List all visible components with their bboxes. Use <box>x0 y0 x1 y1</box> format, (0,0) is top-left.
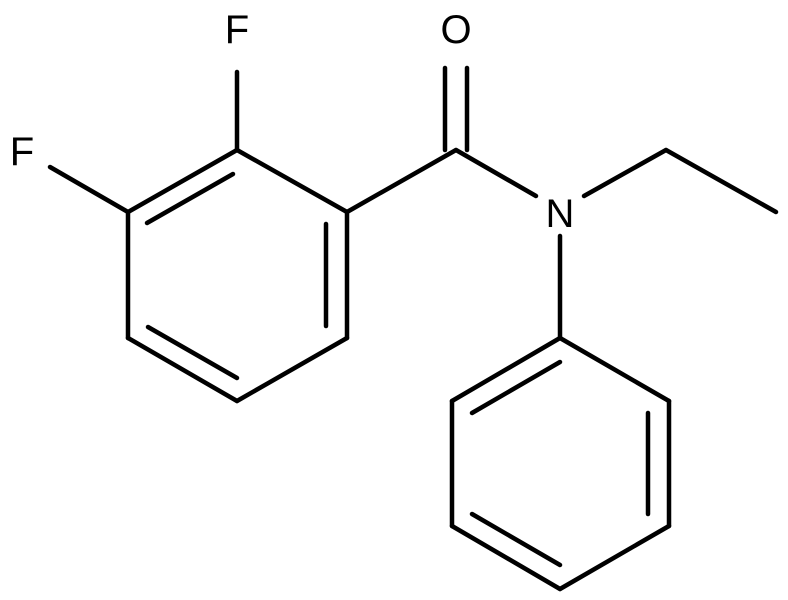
bond-carbonyl-n <box>453 147 539 199</box>
fluorine-label-left: F <box>10 130 34 174</box>
bond-p6-p1 <box>449 335 563 404</box>
bond-p3-p4 <box>557 523 672 592</box>
oxygen-label: O <box>440 8 471 52</box>
phenyl-ring <box>449 335 672 592</box>
bond-c2-c3-inner <box>144 171 236 226</box>
fluorine-label-top: F <box>225 8 249 52</box>
difluorophenyl-ring <box>125 147 350 404</box>
bond-c1-carbonyl <box>344 147 459 215</box>
nitrogen-label: N <box>546 192 575 236</box>
bond-c4-c5 <box>125 335 240 404</box>
bond-p4-p5 <box>449 523 563 592</box>
bond-n-ch2 <box>581 147 669 199</box>
bond-c4-c5-inner <box>145 324 240 381</box>
bond-c2-c3 <box>125 147 240 215</box>
bond-p4-p5-inner <box>469 511 563 568</box>
bond-c5-c6 <box>234 335 350 404</box>
bond-ch2-ch3 <box>663 147 779 215</box>
bond-c1-c2 <box>234 147 350 215</box>
bond-p6-p1-inner <box>469 359 563 416</box>
bond-c3-f <box>47 164 131 215</box>
bond-p1-p2 <box>557 335 672 404</box>
